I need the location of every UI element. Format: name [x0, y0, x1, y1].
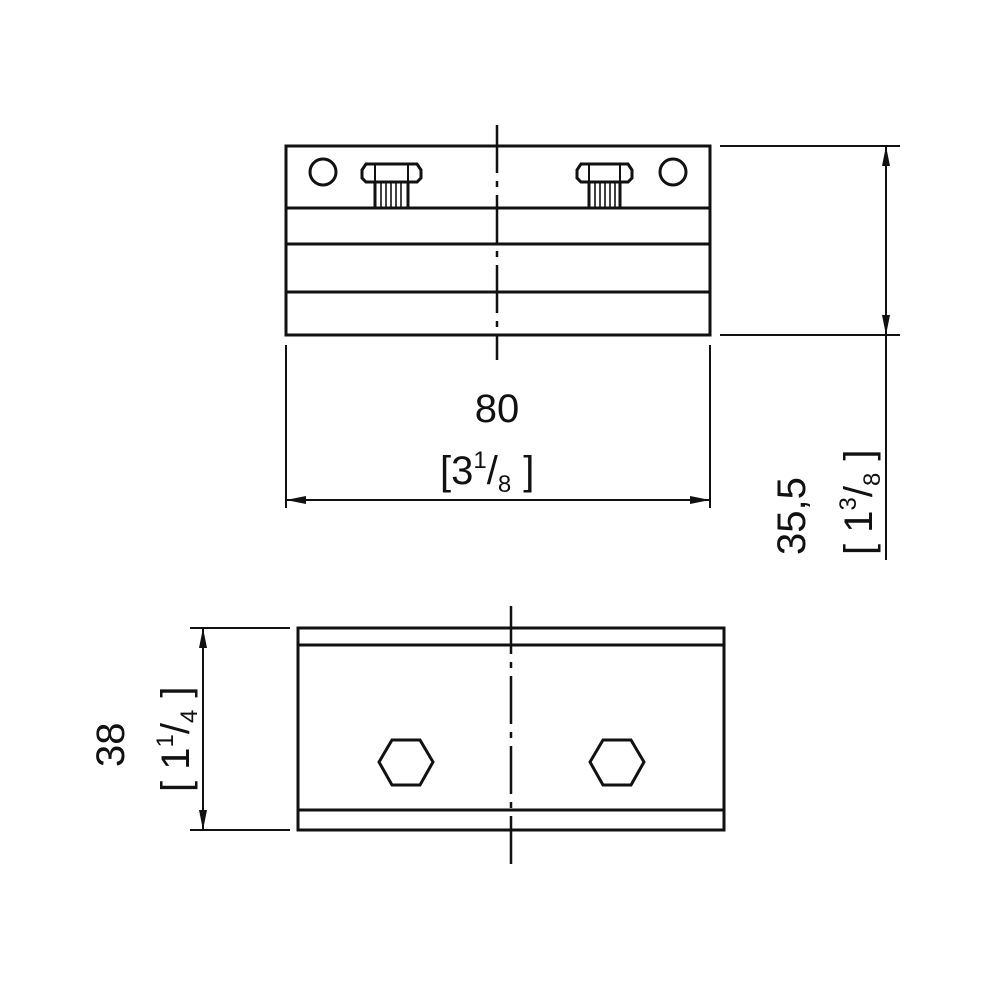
hex-nut-left — [377, 738, 435, 787]
hole-right — [658, 157, 688, 187]
height-top-imperial-value: [ 13/8] — [835, 450, 886, 555]
height-dimension-bottom — [190, 627, 290, 831]
width-dimension-text: 80 [31/8] — [440, 387, 534, 498]
width-imperial-value: [31/8] — [440, 447, 534, 498]
height-dimension-top-imperial: [ 13/8] — [835, 450, 886, 555]
height-dimension-top — [720, 145, 900, 560]
height-bottom-imperial-value: [ 11/4] — [152, 687, 203, 792]
height-bottom-metric-value: 38 — [89, 723, 133, 768]
width-metric-value: 80 — [475, 387, 520, 431]
top-view — [284, 125, 712, 360]
height-dimension-bottom-text: 38 — [89, 723, 133, 768]
bolt-right — [575, 162, 634, 210]
height-dimension-bottom-imperial: [ 11/4] — [152, 687, 203, 792]
height-top-metric-value: 35,5 — [770, 477, 814, 555]
width-dimension — [285, 345, 711, 508]
bottom-view-body — [296, 626, 726, 832]
hole-left — [308, 157, 338, 187]
bolt-left — [360, 162, 423, 210]
height-dimension-top-text: 35,5 — [770, 477, 814, 555]
bottom-view — [296, 606, 726, 865]
hex-nut-right — [588, 738, 646, 787]
